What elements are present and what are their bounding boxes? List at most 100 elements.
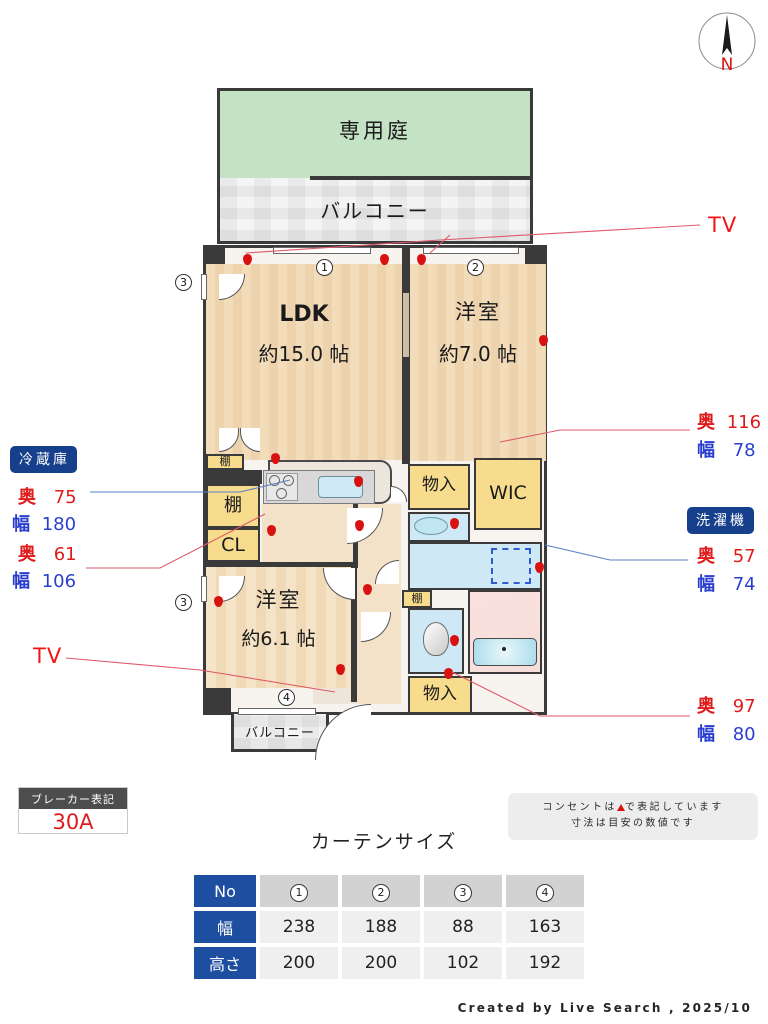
fridge-dim-val-3: 61 bbox=[53, 544, 77, 565]
breaker-header: ブレーカー表記 bbox=[19, 788, 127, 809]
curtain-col-2: 2 bbox=[342, 875, 420, 907]
note-line-1-pre: コンセントは bbox=[542, 802, 617, 813]
wall-shelf-top bbox=[206, 470, 262, 484]
curtain-col-circle-1: 1 bbox=[290, 883, 308, 902]
fridge-dim-key-1: 奥 bbox=[18, 487, 36, 508]
sliding-door-ldk-room2 bbox=[403, 293, 409, 357]
label-room3-name: 洋室 bbox=[255, 588, 302, 612]
table-row-header: No 1 2 3 4 bbox=[194, 875, 584, 907]
table-row-height: 高さ 200 200 102 192 bbox=[194, 947, 584, 979]
bathtub-drain bbox=[502, 647, 506, 651]
window-ldk-3 bbox=[201, 274, 207, 300]
curtain-width-4: 163 bbox=[506, 911, 584, 943]
shelf-top bbox=[206, 454, 244, 470]
curtain-col-circle-4: 4 bbox=[536, 883, 554, 902]
label-storage-lower: 物入 bbox=[423, 684, 457, 704]
breaker-box: ブレーカー表記 30A bbox=[18, 787, 128, 834]
curtain-size-table: No 1 2 3 4 幅 238 188 88 163 高さ 200 200 1… bbox=[190, 871, 588, 983]
fridge-dim-row-1: 奥 75 bbox=[18, 483, 77, 509]
fridge-dim-val-4: 106 bbox=[41, 571, 77, 592]
table-row-width: 幅 238 188 88 163 bbox=[194, 911, 584, 943]
label-shelf-kitchen: 棚 bbox=[224, 495, 242, 516]
note-box: コンセントはで表記しています 寸法は目安の数値です bbox=[508, 793, 758, 840]
curtain-width-1: 238 bbox=[260, 911, 338, 943]
fridge-dim-val-1: 75 bbox=[53, 487, 77, 508]
curtain-col-circle-3: 3 bbox=[454, 883, 472, 902]
label-balcony-top: バルコニー bbox=[320, 199, 430, 223]
wic-dim-row-2: 幅 78 bbox=[697, 436, 756, 462]
room-western-7 bbox=[410, 264, 546, 461]
window-number-3a: 3 bbox=[175, 274, 192, 291]
label-room2-size: 約7.0 帖 bbox=[438, 342, 518, 366]
label-balcony-bottom: バルコニー bbox=[245, 726, 315, 741]
room-private-garden bbox=[217, 88, 533, 178]
curtain-height-3: 102 bbox=[424, 947, 502, 979]
wic-dim-val-1: 116 bbox=[726, 412, 762, 433]
floor-plan: 専用庭 バルコニー LDK 約15.0 帖 洋室 約7.0 帖 棚 bbox=[175, 88, 555, 760]
kitchen-sink bbox=[318, 476, 363, 498]
washing-machine-space bbox=[491, 548, 531, 584]
storage-dim-row-2: 幅 80 bbox=[697, 720, 756, 746]
label-shelf-bath: 棚 bbox=[411, 592, 423, 605]
fridge-dim-key-3: 奥 bbox=[18, 544, 36, 565]
label-storage-upper: 物入 bbox=[422, 475, 456, 495]
wall-room3-top bbox=[206, 562, 357, 567]
wic-dim-row-1: 奥 116 bbox=[697, 408, 761, 434]
washer-dim-key-1: 奥 bbox=[697, 546, 715, 567]
curtain-height-1: 200 bbox=[260, 947, 338, 979]
room-ldk bbox=[206, 264, 402, 460]
walk-in-closet bbox=[474, 458, 542, 530]
curtain-col-3: 3 bbox=[424, 875, 502, 907]
washer-tag: 洗濯機 bbox=[687, 507, 754, 534]
window-number-1: 1 bbox=[316, 259, 333, 276]
window-number-3b: 3 bbox=[175, 594, 192, 611]
curtain-height-4: 192 bbox=[506, 947, 584, 979]
label-ldk-size: 約15.0 帖 bbox=[258, 342, 350, 366]
toilet-bowl bbox=[423, 622, 449, 656]
label-room3-size: 約6.1 帖 bbox=[241, 628, 316, 650]
window-number-4: 4 bbox=[278, 689, 295, 706]
fridge-dim-val-2: 180 bbox=[41, 514, 77, 535]
curtain-col-circle-2: 2 bbox=[372, 883, 390, 902]
wic-dim-key-2: 幅 bbox=[697, 440, 715, 461]
curtain-width-3: 88 bbox=[424, 911, 502, 943]
curtain-row-header-height: 高さ bbox=[194, 947, 256, 979]
window-room2-2 bbox=[423, 247, 519, 254]
fridge-dim-row-2: 幅 180 bbox=[12, 510, 76, 536]
label-closet-cl: CL bbox=[221, 534, 245, 556]
burner-1 bbox=[269, 475, 280, 486]
window-number-2: 2 bbox=[467, 259, 484, 276]
compass-rose: N bbox=[692, 8, 762, 78]
curtain-row-header-no: No bbox=[194, 875, 256, 907]
curtain-size-title: カーテンサイズ bbox=[310, 831, 458, 853]
curtain-width-2: 188 bbox=[342, 911, 420, 943]
wall-corner-bl bbox=[203, 688, 231, 715]
window-balcony-bottom-4 bbox=[238, 708, 316, 715]
note-line-2: 寸法は目安の数値です bbox=[571, 818, 695, 829]
storage-upper bbox=[408, 464, 470, 510]
washer-dim-val-2: 74 bbox=[732, 574, 756, 595]
outlet-triangle-icon bbox=[616, 804, 625, 811]
compass-north-label: N bbox=[721, 55, 734, 75]
curtain-col-4: 4 bbox=[506, 875, 584, 907]
washer-dim-row-1: 奥 57 bbox=[697, 542, 756, 568]
footer-credit: Created by Live Search , 2025/10 bbox=[457, 1001, 752, 1015]
label-private-garden: 専用庭 bbox=[339, 119, 411, 143]
wall-room3-right bbox=[351, 566, 357, 702]
window-ldk-1 bbox=[273, 247, 371, 254]
burner-2 bbox=[283, 475, 294, 486]
wic-dim-key-1: 奥 bbox=[697, 412, 715, 433]
shelf-bath bbox=[402, 590, 432, 608]
fridge-dim-key-2: 幅 bbox=[12, 514, 30, 535]
storage-dim-val-2: 80 bbox=[732, 724, 756, 745]
bathtub bbox=[473, 638, 537, 666]
fridge-dim-row-4: 幅 106 bbox=[12, 567, 76, 593]
garden-balcony-divider bbox=[310, 176, 533, 180]
burner-3 bbox=[276, 488, 287, 499]
fridge-dim-row-3: 奥 61 bbox=[18, 540, 77, 566]
breaker-value: 30A bbox=[52, 810, 94, 834]
curtain-col-1: 1 bbox=[260, 875, 338, 907]
tv-label-left: TV bbox=[33, 644, 63, 668]
storage-dim-key-2: 幅 bbox=[697, 724, 715, 745]
window-room3-3 bbox=[201, 576, 207, 602]
